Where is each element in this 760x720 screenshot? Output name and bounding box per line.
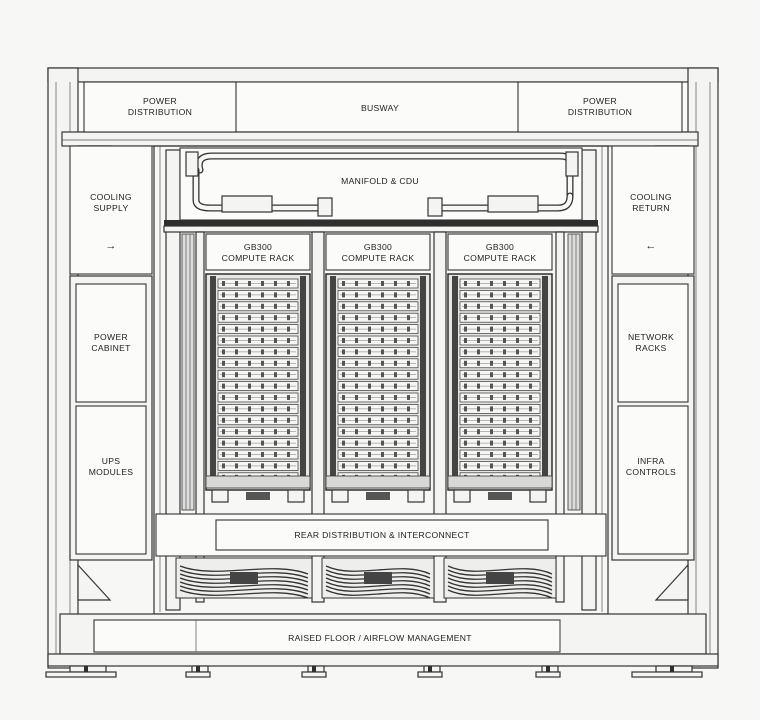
infra-controls: INFRA CONTROLS <box>617 405 689 555</box>
cooling-return-line1: COOLING <box>630 192 672 202</box>
central-enclosure <box>153 145 609 615</box>
power-distribution-right: POWER DISTRIBUTION <box>517 81 683 133</box>
rack-label-line2: COMPUTE RACK <box>342 253 415 263</box>
busway: BUSWAY <box>361 103 399 113</box>
rack-divider-post <box>433 231 447 603</box>
infra-controls-line1: INFRA <box>637 456 664 466</box>
cable-tray <box>175 557 313 599</box>
power-cabinet-line1: POWER <box>94 332 128 342</box>
manifold-label: MANIFOLD & CDU <box>341 176 419 186</box>
leveling-foot <box>45 665 117 678</box>
network-racks-line1: NETWORK <box>628 332 674 342</box>
side-cable-bundle-right <box>567 233 581 511</box>
rack-label-line2: COMPUTE RACK <box>464 253 537 263</box>
power-distribution-left-line2: DISTRIBUTION <box>128 107 192 117</box>
power-distribution-right-line1: POWER <box>583 96 617 106</box>
ups-modules-line2: MODULES <box>89 467 134 477</box>
cable-tray <box>443 557 557 599</box>
side-cable-bundle-left <box>181 233 195 511</box>
ups-modules-line1: UPS <box>102 456 121 466</box>
rack-divider-post <box>195 231 205 603</box>
rack-label-line1: GB300 <box>486 242 514 252</box>
leveling-foot <box>417 665 443 678</box>
cooling-return-arrow-icon: ← <box>645 240 656 252</box>
manifold-cdu: MANIFOLD & CDU <box>179 147 583 221</box>
infra-controls-line2: CONTROLS <box>626 467 676 477</box>
power-distribution-left-line1: POWER <box>143 96 177 106</box>
power-cabinet-line2: CABINET <box>91 343 131 353</box>
cooling-supply-line1: COOLING <box>90 192 132 202</box>
rack-divider-post <box>311 231 325 603</box>
raised-floor-label: RAISED FLOOR / AIRFLOW MANAGEMENT <box>288 633 472 643</box>
cable-tray <box>321 557 435 599</box>
raised-floor: RAISED FLOOR / AIRFLOW MANAGEMENT <box>47 613 719 667</box>
rear-distribution: REAR DISTRIBUTION & INTERCONNECT <box>155 513 607 557</box>
leveling-foot <box>185 665 211 678</box>
busway-label: BUSWAY <box>361 103 399 113</box>
cooling-return-line2: RETURN <box>632 203 670 213</box>
lower-cable-trays <box>175 557 557 599</box>
rack-row-sub-rail <box>163 225 599 233</box>
cooling-return: COOLING RETURN ← <box>611 145 695 275</box>
leveling-feet <box>45 665 703 678</box>
ups-modules: UPS MODULES <box>75 405 147 555</box>
rack-row-top-rail <box>164 220 598 226</box>
cooling-supply-line2: SUPPLY <box>93 203 128 213</box>
leveling-foot <box>631 665 703 678</box>
leveling-foot <box>301 665 327 678</box>
rack-divider-post <box>555 231 565 603</box>
rear-distribution-label: REAR DISTRIBUTION & INTERCONNECT <box>294 530 470 540</box>
cooling-supply-arrow-icon: → <box>105 240 116 252</box>
rack-label-line2: COMPUTE RACK <box>222 253 295 263</box>
power-distribution-left: POWER DISTRIBUTION <box>83 81 237 133</box>
cooling-supply: COOLING SUPPLY → <box>69 145 153 275</box>
leveling-foot <box>535 665 561 678</box>
network-racks-line2: RACKS <box>635 343 666 353</box>
rack-label-line1: GB300 <box>244 242 272 252</box>
power-distribution-right-line2: DISTRIBUTION <box>568 107 632 117</box>
rack-label-line1: GB300 <box>364 242 392 252</box>
